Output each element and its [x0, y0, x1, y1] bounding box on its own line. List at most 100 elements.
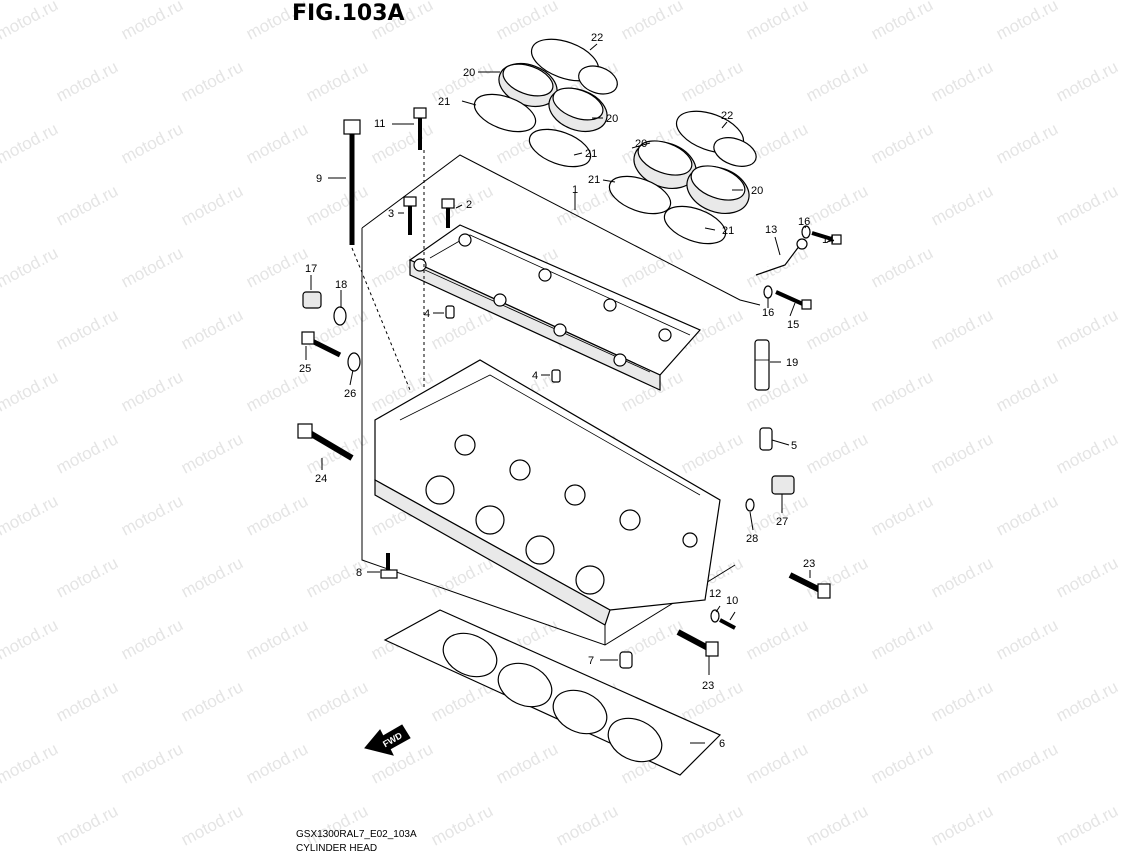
callout-17: 17: [305, 263, 317, 275]
sensor-5: [759, 427, 773, 451]
watermark-text: motod.ru: [118, 739, 186, 787]
watermark-text: motod.ru: [53, 429, 121, 477]
washer-28: [745, 498, 755, 512]
callout-13: 13: [765, 224, 777, 236]
bolt-11: [413, 107, 427, 150]
intake-boots-upper: [473, 38, 618, 168]
watermark-text: motod.ru: [118, 0, 186, 44]
watermark-text: motod.ru: [1053, 429, 1121, 477]
callout-22-b: 22: [721, 110, 733, 122]
callout-20-a: 20: [463, 67, 475, 79]
bolt-15: [775, 290, 812, 310]
watermark-text: motod.ru: [928, 801, 996, 849]
callout-20-c: 20: [635, 138, 647, 150]
dowel-4-upper: [445, 305, 455, 319]
callout-21-a: 21: [438, 96, 450, 108]
watermark-text: motod.ru: [868, 739, 936, 787]
callout-15: 15: [787, 319, 799, 331]
washer-12: [710, 609, 720, 623]
callout-14: 14: [822, 234, 834, 246]
watermark-text: motod.ru: [53, 57, 121, 105]
washer-26: [347, 352, 361, 372]
spark-plug-19: [754, 339, 770, 391]
watermark-text: motod.ru: [243, 615, 311, 663]
bolt-25: [301, 331, 342, 358]
watermark-text: motod.ru: [428, 305, 496, 353]
watermark-text: motod.ru: [493, 0, 561, 44]
figure-title: FIG.103A: [292, 1, 405, 26]
bolt-23-right: [788, 572, 831, 599]
watermark-text: motod.ru: [678, 57, 746, 105]
callout-18: 18: [335, 279, 347, 291]
bolt-24: [297, 423, 354, 461]
watermark-text: motod.ru: [178, 801, 246, 849]
callout-21-b: 21: [585, 148, 597, 160]
callout-22-a: 22: [591, 32, 603, 44]
callout-9: 9: [316, 173, 322, 185]
watermark-text: motod.ru: [1053, 57, 1121, 105]
watermark-text: motod.ru: [178, 429, 246, 477]
watermark-text: motod.ru: [428, 553, 496, 601]
watermark-text: motod.ru: [993, 739, 1061, 787]
watermark-text: motod.ru: [743, 0, 811, 44]
watermark-text: motod.ru: [928, 677, 996, 725]
watermark-text: motod.ru: [928, 553, 996, 601]
watermark-text: motod.ru: [0, 0, 61, 44]
watermark-text: motod.ru: [243, 491, 311, 539]
dowel-7: [619, 651, 633, 669]
watermark-text: motod.ru: [118, 119, 186, 167]
watermark-text: motod.ru: [243, 739, 311, 787]
watermark-text: motod.ru: [178, 553, 246, 601]
watermark-text: motod.ru: [868, 615, 936, 663]
watermark-text: motod.ru: [993, 615, 1061, 663]
callout-labels: 1 2 3 4 4 5 6 7 8 9 10 11 12 13 14 15 16…: [299, 32, 834, 750]
watermark-text: motod.ru: [0, 119, 61, 167]
callout-19: 19: [786, 357, 798, 369]
watermark-text: motod.ru: [243, 243, 311, 291]
callout-28: 28: [746, 533, 758, 545]
watermark-text: motod.ru: [803, 801, 871, 849]
watermark-text: motod.ru: [0, 367, 61, 415]
callout-10: 10: [726, 595, 738, 607]
watermark-text: motod.ru: [553, 801, 621, 849]
watermark-text: motod.ru: [53, 553, 121, 601]
callout-23-right: 23: [803, 558, 815, 570]
watermark-text: motod.ru: [1053, 553, 1121, 601]
callout-4-upper: 4: [424, 308, 430, 320]
callout-23-bottom: 23: [702, 680, 714, 692]
watermark-text: motod.ru: [118, 491, 186, 539]
head-gasket: [383, 609, 722, 776]
watermark-text: motod.ru: [678, 429, 746, 477]
washer-18: [333, 306, 347, 326]
watermark-text: motod.ru: [303, 57, 371, 105]
callout-5: 5: [791, 440, 797, 452]
figure-name: CYLINDER HEAD: [296, 843, 377, 854]
watermark-text: motod.ru: [243, 119, 311, 167]
figure-code: GSX1300RAL7_E02_103A: [296, 829, 417, 840]
watermark-text: motod.ru: [53, 801, 121, 849]
bolt-23-bottom: [676, 629, 719, 657]
callout-26: 26: [344, 388, 356, 400]
watermark-text: motod.ru: [178, 57, 246, 105]
watermark-text: motod.ru: [118, 615, 186, 663]
bolt-2: [441, 198, 455, 228]
callout-21-d: 21: [722, 225, 734, 237]
watermark-text: motod.ru: [993, 0, 1061, 44]
callout-6: 6: [719, 738, 725, 750]
watermark-text: motod.ru: [743, 367, 811, 415]
watermark-text: motod.ru: [803, 57, 871, 105]
watermark-text: motod.ru: [118, 243, 186, 291]
watermark-text: motod.ru: [993, 367, 1061, 415]
leader-lines: [305, 43, 835, 744]
watermark-text: motod.ru: [803, 677, 871, 725]
watermark-text: motod.ru: [868, 491, 936, 539]
watermark-text: motod.ru: [803, 429, 871, 477]
watermark-text: motod.ru: [678, 801, 746, 849]
watermark-text: motod.ru: [303, 181, 371, 229]
watermark-text: motod.ru: [1053, 181, 1121, 229]
bolt-10: [719, 618, 736, 630]
watermark-text: motod.ru: [993, 243, 1061, 291]
watermark-text: motod.ru: [928, 305, 996, 353]
watermark-text: motod.ru: [618, 243, 686, 291]
